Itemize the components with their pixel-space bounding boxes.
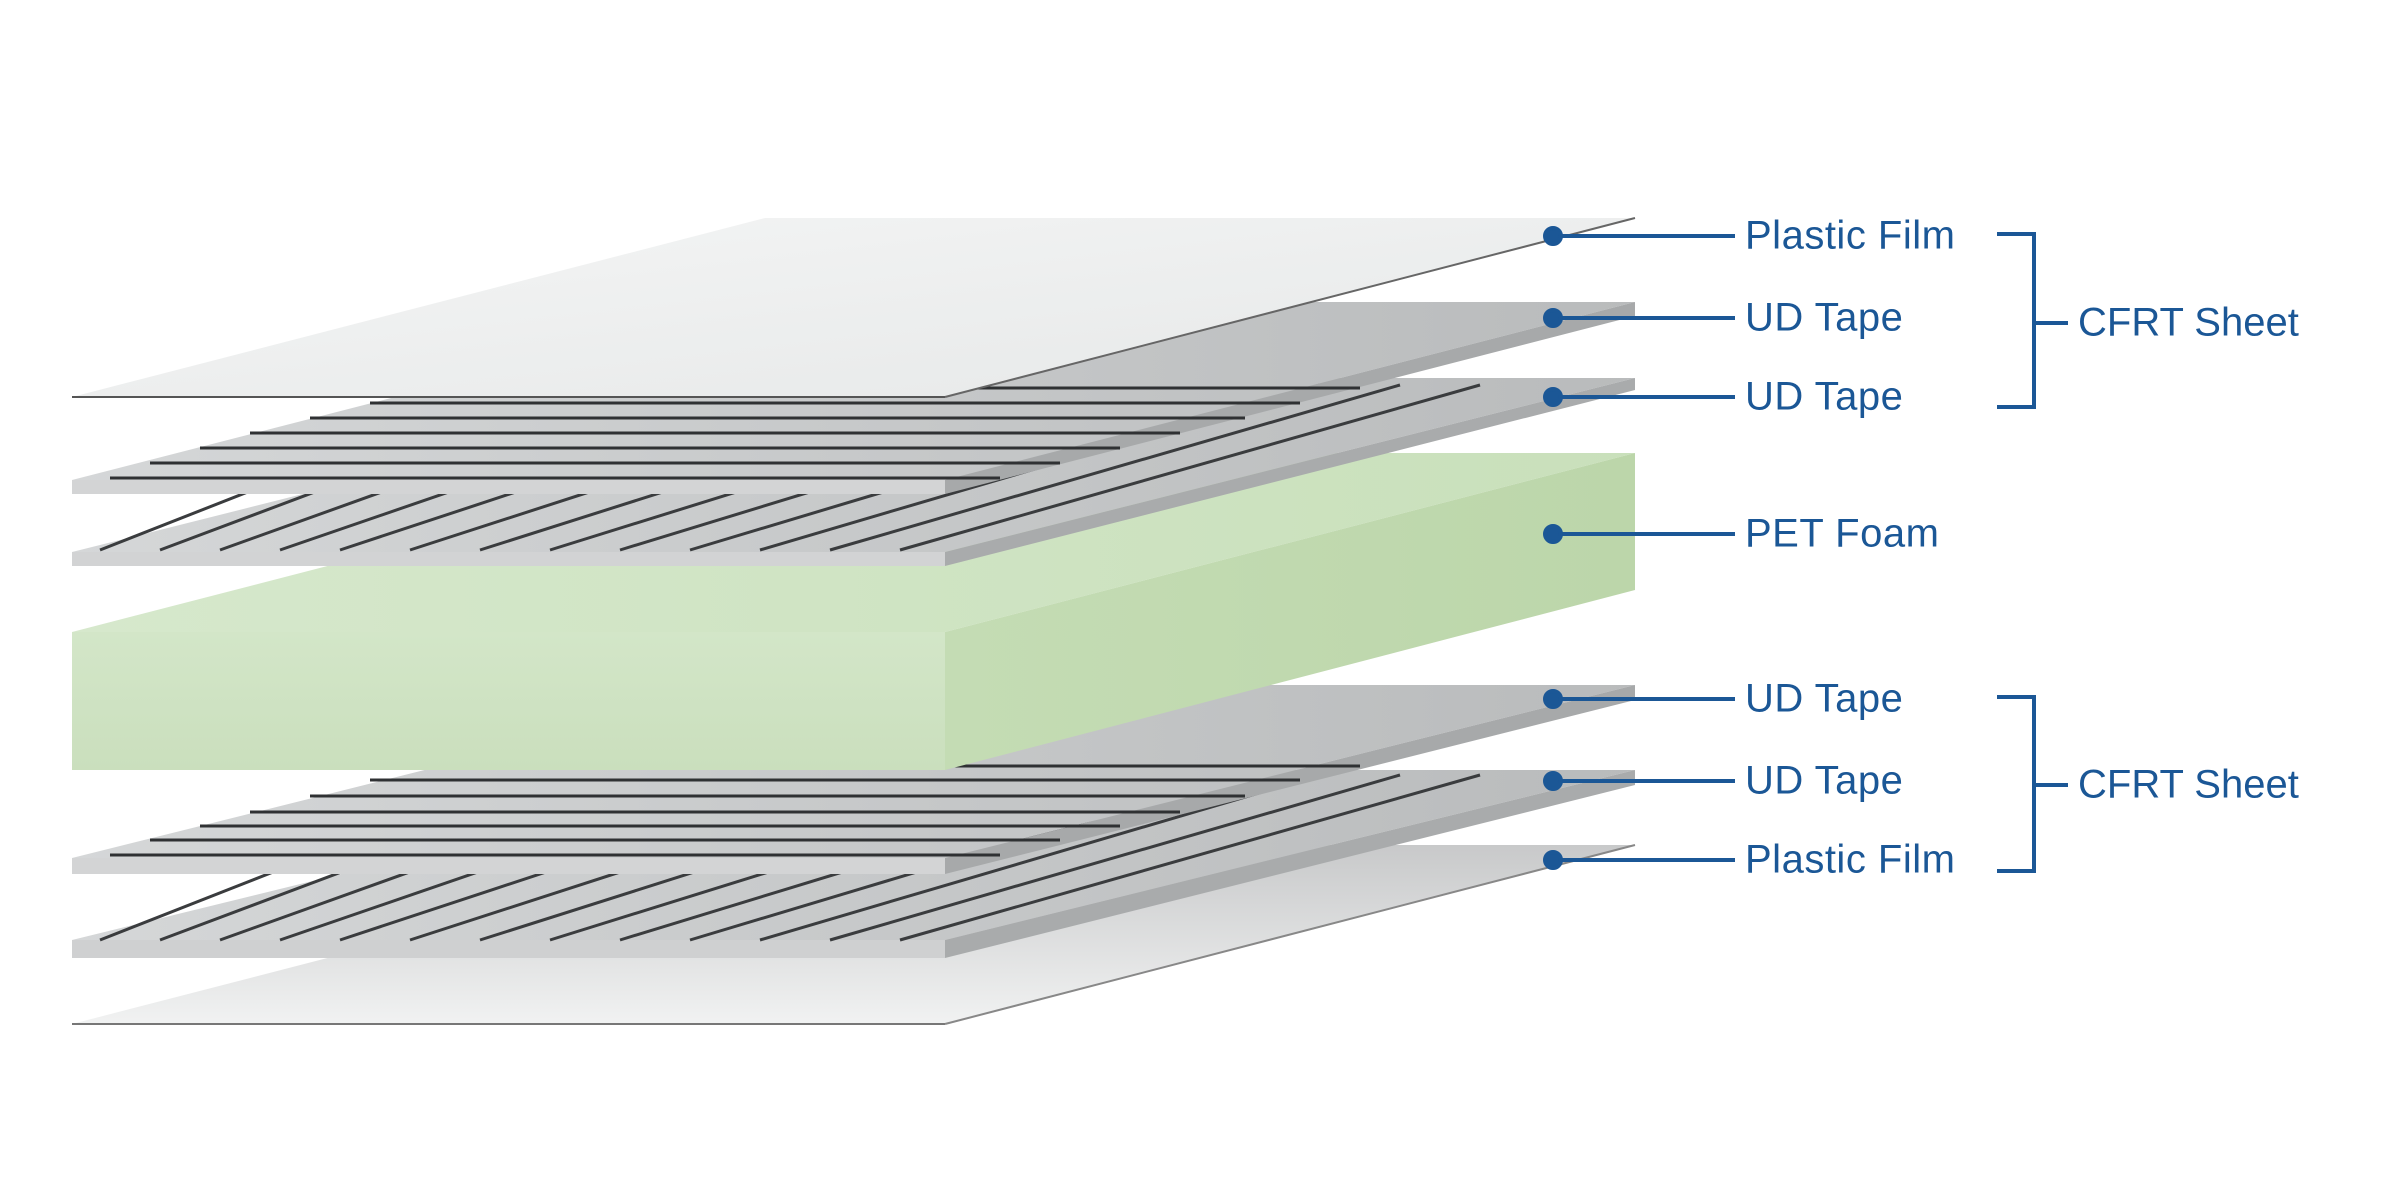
bracket-bottom xyxy=(1997,695,2036,873)
group-label-cfrt-sheet-top: CFRT Sheet xyxy=(2078,300,2299,345)
label-ud-tape-top-2: UD Tape xyxy=(1745,374,1904,419)
layer-bottom-ud-tape-1 xyxy=(72,685,1635,874)
bracket-top xyxy=(1997,232,2036,409)
layer-top-plastic-film xyxy=(72,217,1636,398)
label-plastic-film-top: Plastic Film xyxy=(1745,213,1956,258)
label-pet-foam: PET Foam xyxy=(1745,511,1940,556)
group-brackets xyxy=(1997,232,2068,873)
leader-lines xyxy=(1543,226,1735,870)
label-plastic-film-bottom: Plastic Film xyxy=(1745,837,1956,882)
label-ud-tape-bottom-1: UD Tape xyxy=(1745,676,1904,721)
layer-top-ud-tape-2 xyxy=(72,378,1635,566)
label-ud-tape-bottom-2: UD Tape xyxy=(1745,758,1904,803)
group-label-cfrt-sheet-bottom: CFRT Sheet xyxy=(2078,762,2299,807)
label-ud-tape-top-1: UD Tape xyxy=(1745,295,1904,340)
